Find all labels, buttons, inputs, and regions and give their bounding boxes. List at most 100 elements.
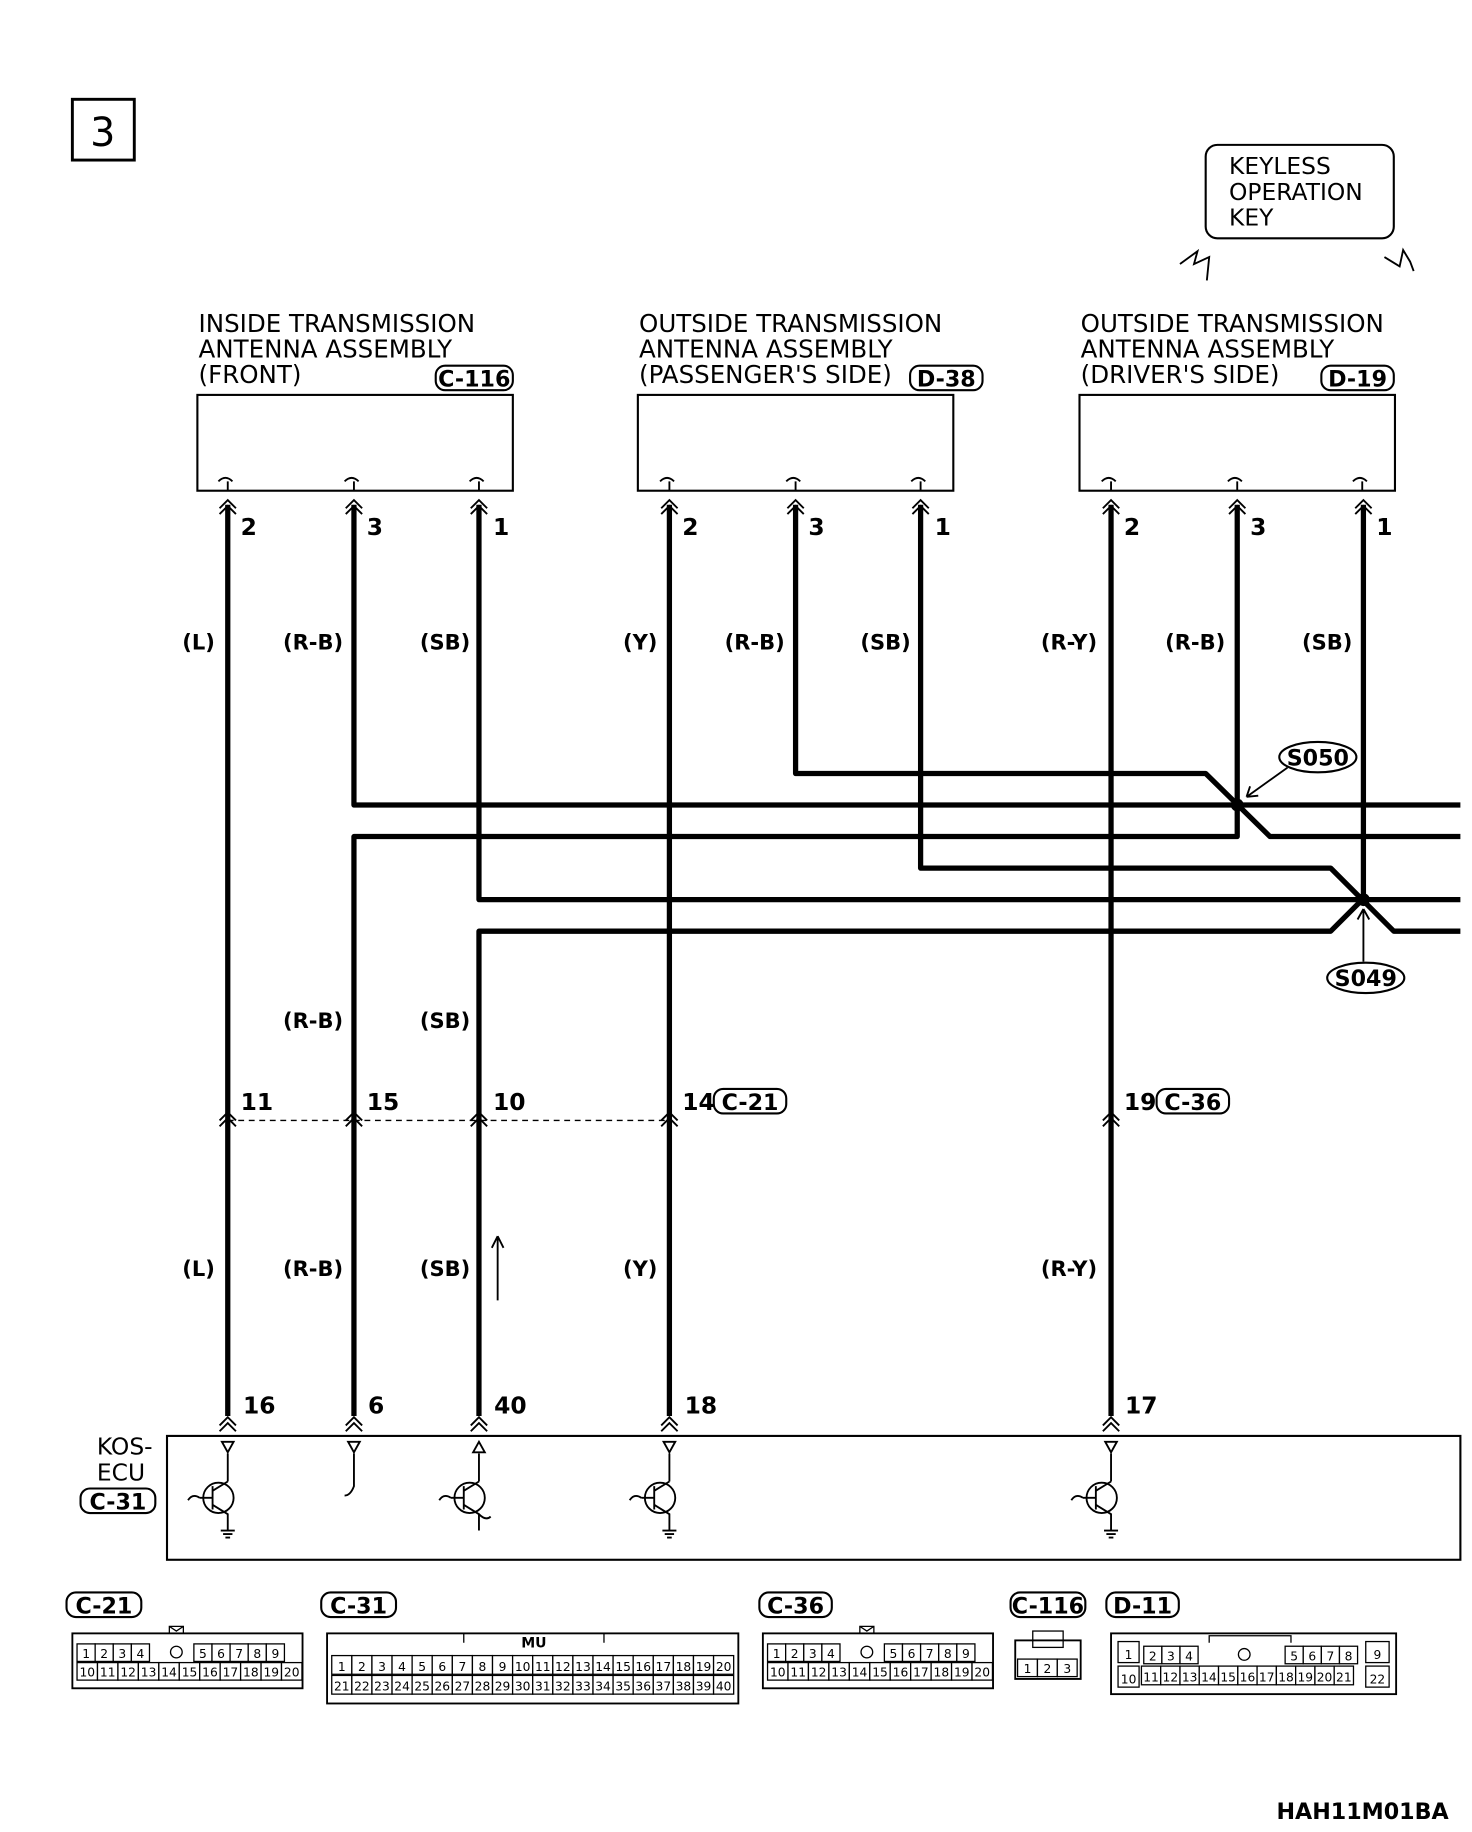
connector-chevron: [1102, 1110, 1120, 1127]
connector-pin-number: 8: [253, 1647, 261, 1661]
wire-color-label: (SB): [420, 1256, 470, 1281]
junction-pin: 11: [241, 1088, 274, 1116]
connector-pin-number: 13: [1182, 1670, 1198, 1684]
connector-tag-box: [320, 1591, 398, 1619]
connector-pin-number: 15: [1220, 1670, 1236, 1684]
connector-pin-number: 5: [1290, 1649, 1298, 1663]
connector-pin-number: 3: [378, 1660, 386, 1674]
connector-pin-number: 10: [770, 1666, 786, 1680]
ecu-pin: 6: [368, 1392, 384, 1420]
connector-cell: [821, 1643, 841, 1663]
wire-sb-to-ecu: [476, 504, 1367, 1417]
connector-pin-number: 21: [1336, 1670, 1352, 1684]
connector-chevron: [470, 498, 488, 515]
antenna-passenger-pin: 3: [808, 513, 824, 541]
keyless-key-label-3: KEY: [1229, 203, 1274, 231]
connector-pin-number: 2: [100, 1647, 108, 1661]
section-box: [70, 97, 136, 162]
connector-pin-number: 24: [394, 1680, 410, 1694]
connector-pin-number: 20: [1317, 1670, 1333, 1684]
connector-cell: [1117, 1665, 1140, 1688]
junction-connector-c36: C-36: [1164, 1090, 1221, 1116]
wire-color-label: (R-B): [283, 1256, 343, 1281]
connector-pin-number: 35: [615, 1680, 631, 1694]
wire-front-3: [351, 504, 1461, 808]
connector-pin-number: 39: [696, 1680, 712, 1694]
keyless-key-box: [1204, 143, 1395, 240]
junction-pin: 15: [367, 1088, 400, 1116]
antenna-driver-title-1: OUTSIDE TRANSMISSION: [1081, 309, 1384, 338]
connector-pin-number: 1: [82, 1647, 90, 1661]
wire-color-label: (L): [182, 630, 215, 655]
connector-pin-number: 36: [635, 1680, 651, 1694]
connector-pin-number: 1: [1024, 1662, 1032, 1676]
connector-pin-number: 11: [790, 1666, 806, 1680]
transistor-icon: [628, 1453, 677, 1539]
connector-chevron: [218, 498, 237, 515]
ecu-pin: 40: [494, 1392, 527, 1420]
ground-icon: [220, 1529, 235, 1539]
connector-cell: [280, 1661, 303, 1681]
connector-view-name: D-11: [1113, 1594, 1172, 1620]
output-terminal-icon: [1103, 1440, 1119, 1455]
splice-s049-arrow: [1356, 908, 1371, 962]
splice-s049-tag: [1326, 961, 1406, 995]
antenna-driver-connector: D-19: [1328, 367, 1387, 393]
wire-color-label: (R-B): [1165, 630, 1225, 655]
ecu-pin: 17: [1125, 1392, 1158, 1420]
connector-cell: [130, 1643, 151, 1663]
connector-cell: [1179, 1645, 1199, 1665]
connector-cell: [1333, 1665, 1355, 1686]
antenna-front-box: [196, 393, 514, 492]
connector-pin-number: 29: [495, 1680, 511, 1694]
antenna-front-pin: 1: [493, 513, 509, 541]
connector-chevron: [470, 1415, 488, 1432]
connector-pin-number: 25: [414, 1680, 430, 1694]
connector-pin-number: 2: [1043, 1662, 1051, 1676]
output-terminal-icon: [220, 1440, 236, 1455]
junction-pin: 19: [1124, 1088, 1157, 1116]
wire-color-label: (L): [182, 1256, 215, 1281]
connector-chevron: [1102, 1415, 1120, 1432]
connector-cell: [265, 1643, 286, 1663]
connector-pin-number: 16: [202, 1666, 218, 1680]
connector-view-name: C-31: [330, 1594, 387, 1620]
connector-tag-box: [79, 1487, 157, 1515]
connector-pin-number: 9: [499, 1660, 507, 1674]
connector-pin-number: 13: [141, 1666, 157, 1680]
connector-pin-number: 27: [455, 1680, 471, 1694]
connector-pin-number: 9: [271, 1647, 279, 1661]
connector-pin-number: 21: [334, 1680, 350, 1694]
connector-view-name: C-21: [75, 1594, 132, 1620]
connector-pin-number: 19: [1297, 1670, 1313, 1684]
connector-chevron: [1228, 498, 1247, 515]
connector-pin-number: 14: [161, 1666, 177, 1680]
connector-pin-number: 19: [954, 1666, 970, 1680]
figure-code: HAH11M01BA: [1276, 1799, 1449, 1825]
connector-pin-number: 1: [338, 1660, 346, 1674]
connector-pin-number: 15: [182, 1666, 198, 1680]
connector-view-name: C-116: [1012, 1594, 1084, 1620]
connector-cell: [1056, 1658, 1078, 1678]
wire-passenger-1: [917, 504, 1461, 934]
connector-pin-number: 14: [852, 1666, 868, 1680]
wire-rb-to-ecu: [351, 504, 1240, 1417]
connector-pin-number: 40: [716, 1680, 732, 1694]
connector-pin-number: 13: [831, 1666, 847, 1680]
antenna-driver-pin: 1: [1376, 513, 1392, 541]
splice-s050-label: S050: [1287, 745, 1349, 771]
wire-color-label: (R-Y): [1041, 630, 1097, 655]
wire-color-label: (R-Y): [1041, 1256, 1097, 1281]
connector-pin-number: 12: [811, 1666, 827, 1680]
radio-signal-icon: [1383, 247, 1415, 272]
connector-pin-number: 33: [575, 1680, 591, 1694]
connector-pin-number: 32: [555, 1680, 571, 1694]
connector-pin-number: 7: [926, 1647, 934, 1661]
connector-pin-number: 5: [890, 1647, 898, 1661]
connector-pin-number: 20: [716, 1660, 732, 1674]
connector-pin-number: 12: [120, 1666, 136, 1680]
ecu-label-1: KOS-: [97, 1433, 153, 1461]
connector-pin-number: 31: [535, 1680, 551, 1694]
connector-pin-number: 7: [1327, 1649, 1335, 1663]
